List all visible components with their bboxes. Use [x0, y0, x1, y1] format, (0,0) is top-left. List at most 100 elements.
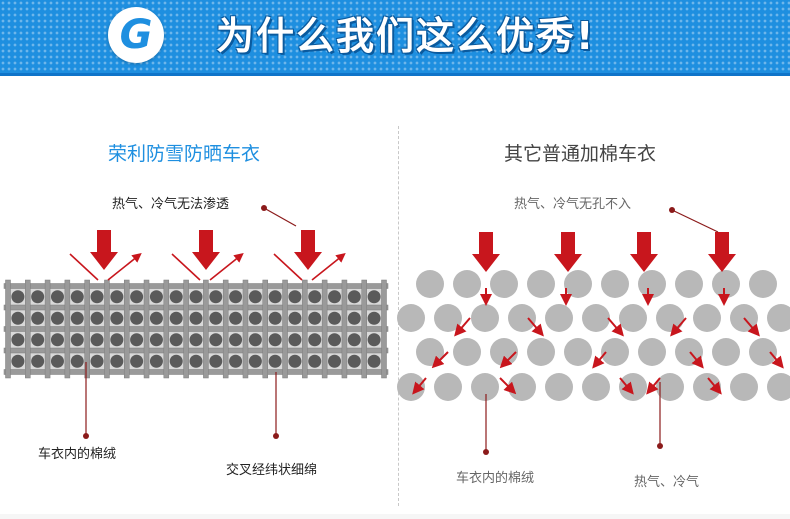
loose-fiber [416, 338, 444, 366]
mesh-fiber [328, 311, 342, 325]
mesh-fiber [229, 311, 243, 325]
mesh-horizontal-thread [3, 283, 389, 289]
mesh-fiber [189, 290, 203, 304]
penetration-arrow [707, 377, 722, 395]
heat-arrow [554, 232, 582, 272]
mesh-fiber [90, 311, 104, 325]
penetration-arrow [607, 317, 624, 337]
label-pointer-dot [261, 205, 267, 211]
loose-fiber [712, 270, 740, 298]
heat-arrow [708, 232, 736, 272]
loose-fiber [397, 304, 425, 332]
mesh-fiber [31, 354, 45, 368]
mesh-fiber [367, 311, 381, 325]
mesh-fiber [149, 290, 163, 304]
mesh-vertical-thread [302, 279, 308, 379]
incoming-ray [171, 253, 201, 281]
mesh-fiber [11, 333, 25, 347]
loose-fiber [619, 304, 647, 332]
mesh-fiber [248, 290, 262, 304]
mesh-fiber [90, 333, 104, 347]
right-bottom-label-fleece: 车衣内的棉绒 [456, 471, 535, 486]
mesh-horizontal-thread [3, 304, 389, 311]
mesh-vertical-thread [44, 279, 51, 379]
loose-fiber [490, 270, 518, 298]
mesh-fiber [229, 290, 243, 304]
loose-fiber [416, 270, 444, 298]
loose-fiber [619, 373, 647, 401]
loose-fiber [453, 338, 481, 366]
heat-arrow [90, 230, 118, 270]
loose-fiber [749, 270, 777, 298]
mesh-horizontal-thread [3, 326, 389, 332]
loose-fiber [471, 373, 499, 401]
penetration-arrow [743, 317, 760, 337]
mesh-vertical-thread [163, 279, 170, 379]
mesh-fiber [130, 311, 144, 325]
loose-fiber [545, 304, 573, 332]
mesh-fiber [308, 333, 322, 347]
loose-fiber [601, 270, 629, 298]
reflected-ray [311, 253, 346, 281]
penetration-arrow [689, 351, 704, 369]
loose-fiber [527, 338, 555, 366]
mesh-fiber [248, 333, 262, 347]
mesh-fiber [11, 290, 25, 304]
mesh-fiber [149, 333, 163, 347]
loose-fiber [527, 270, 555, 298]
penetration-arrow [431, 351, 449, 369]
mesh-fiber [347, 333, 361, 347]
mesh-vertical-thread [183, 279, 189, 379]
mesh-fiber [169, 290, 183, 304]
heat-arrow [192, 230, 220, 270]
mesh-vertical-thread [143, 279, 150, 379]
mesh-vertical-thread [84, 279, 90, 379]
mesh-fiber [209, 354, 223, 368]
right-bottom-label-air: 热气、冷气 [634, 475, 700, 490]
mesh-fiber [110, 290, 124, 304]
penetration-arrow [670, 317, 687, 337]
loose-fiber [749, 338, 777, 366]
mesh-vertical-thread [242, 279, 249, 379]
mesh-fiber [209, 290, 223, 304]
mesh-fiber [248, 311, 262, 325]
mesh-fiber [209, 333, 223, 347]
label-pointer-line [263, 207, 297, 227]
loose-fiber [656, 304, 684, 332]
loose-fiber [767, 373, 790, 401]
mesh-fiber [308, 290, 322, 304]
mesh-fiber [288, 290, 302, 304]
mesh-fiber [130, 354, 144, 368]
mesh-fiber [248, 354, 262, 368]
mesh-vertical-thread [381, 279, 387, 379]
mesh-fiber [11, 311, 25, 325]
fleece-pointer-dot [83, 433, 89, 439]
loose-fiber [453, 270, 481, 298]
mesh-fiber [189, 354, 203, 368]
right-panel-title: 其它普通加棉车衣 [504, 143, 657, 165]
mesh-fiber [70, 333, 84, 347]
mesh-fiber [169, 311, 183, 325]
mesh-fiber [70, 290, 84, 304]
mesh-horizontal-thread [3, 347, 389, 354]
mesh-fiber [229, 354, 243, 368]
mesh-vertical-thread [104, 279, 110, 379]
loose-fiber [582, 304, 610, 332]
mesh-vertical-thread [361, 279, 367, 379]
heat-arrow [630, 232, 658, 272]
penetration-arrow [592, 351, 607, 369]
mesh-fiber [268, 290, 282, 304]
brand-badge: G [108, 7, 164, 63]
left-diagram [3, 205, 389, 439]
mesh-vertical-thread [123, 279, 130, 379]
mesh-fiber [328, 354, 342, 368]
label-pointer-line [671, 209, 719, 233]
mesh-fiber [11, 354, 25, 368]
mesh-fiber [347, 311, 361, 325]
loose-fiber [693, 304, 721, 332]
mesh-fiber [31, 311, 45, 325]
loose-fiber [397, 373, 425, 401]
mesh-fiber [70, 311, 84, 325]
mesh-fiber [268, 311, 282, 325]
